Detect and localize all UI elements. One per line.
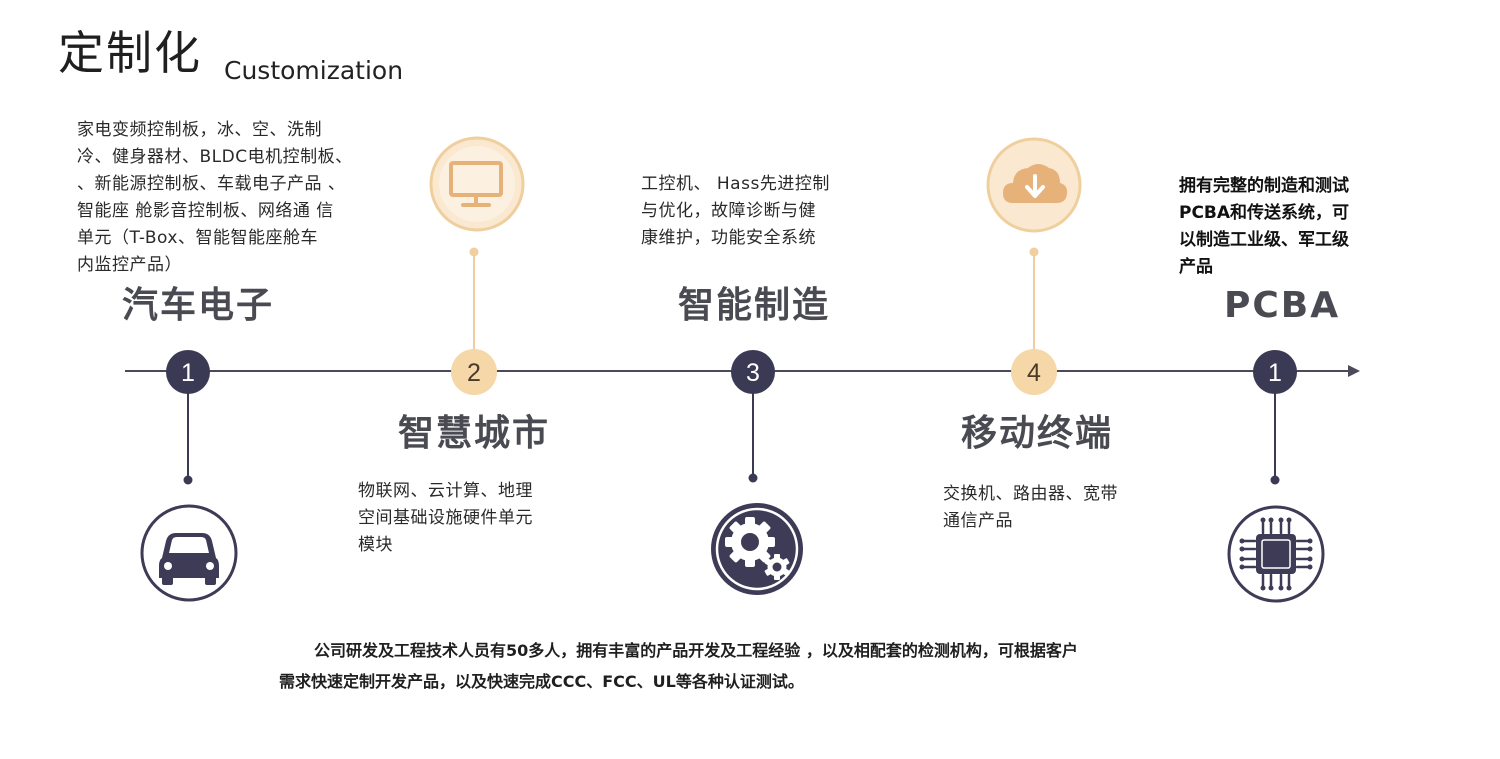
monitor-icon xyxy=(429,136,525,232)
timeline-node-2: 2 xyxy=(451,349,497,395)
footer-line-1: 公司研发及工程技术人员有50多人，拥有丰富的产品开发及工程经验 ，以及相配套的检… xyxy=(314,641,1078,660)
stage-description-4: 交换机、路由器、宽带 通信产品 xyxy=(943,481,1183,535)
timeline-node-5: 1 xyxy=(1253,350,1297,394)
svg-text:1: 1 xyxy=(181,359,195,387)
timeline-arrow-head xyxy=(1348,365,1360,377)
car-icon xyxy=(140,504,238,602)
description-line: 与优化，故障诊断与健 xyxy=(641,201,816,221)
gears-icon xyxy=(711,503,803,595)
description-line: 产品 xyxy=(1179,257,1213,277)
stage-description-1: 家电变频控制板，冰、空、洗制 冷、健身器材、BLDC电机控制板、 、新能源控制板… xyxy=(77,117,417,279)
footer-line-2: 需求快速定制开发产品，以及快速完成CCC、FCC、UL等各种认证测试。 xyxy=(279,672,804,691)
timeline-node-4: 4 xyxy=(1011,349,1057,395)
description-line: 康维护，功能安全系统 xyxy=(641,228,816,248)
description-line: 智能座 舱影音控制板、网络通 信 xyxy=(77,201,334,221)
svg-text:1: 1 xyxy=(1268,359,1282,387)
stage-title-5: PCBA xyxy=(1224,285,1341,326)
description-line: 单元（T-Box、智能智能座舱车 xyxy=(77,228,318,248)
description-line: PCBA和传送系统，可 xyxy=(1179,203,1350,223)
stage-title-2: 智慧城市 xyxy=(398,413,551,454)
svg-text:2: 2 xyxy=(467,359,481,387)
chip-icon xyxy=(1227,505,1325,603)
description-line: 冷、健身器材、BLDC电机控制板、 xyxy=(77,147,353,167)
description-line: 交换机、路由器、宽带 xyxy=(943,484,1118,504)
description-line: 工控机、 Hass先进控制 xyxy=(641,174,830,194)
stage-title-1: 汽车电子 xyxy=(122,285,275,326)
description-line: 、新能源控制板、车载电子产品 、 xyxy=(77,174,346,194)
timeline-node-1: 1 xyxy=(166,350,210,394)
cloud-download-icon xyxy=(986,137,1082,233)
description-line: 通信产品 xyxy=(943,511,1013,531)
stage-description-3: 工控机、 Hass先进控制 与优化，故障诊断与健 康维护，功能安全系统 xyxy=(641,171,881,252)
description-line: 拥有完整的制造和测试 xyxy=(1179,176,1349,196)
page-title: 定制化 xyxy=(58,26,202,80)
svg-text:3: 3 xyxy=(746,359,760,387)
svg-text:4: 4 xyxy=(1027,359,1041,387)
description-line: 模块 xyxy=(358,535,393,555)
page-subtitle: Customization xyxy=(224,56,404,85)
stage-title-3: 智能制造 xyxy=(678,285,831,326)
stage-description-2: 物联网、云计算、地理 空间基础设施硬件单元 模块 xyxy=(358,478,598,559)
timeline-node-3: 3 xyxy=(731,350,775,394)
description-line: 空间基础设施硬件单元 xyxy=(358,508,533,528)
description-line: 内监控产品） xyxy=(77,255,182,275)
stage-title-4: 移动终端 xyxy=(961,413,1114,454)
description-line: 家电变频控制板，冰、空、洗制 xyxy=(77,120,322,140)
stage-description-5: 拥有完整的制造和测试 PCBA和传送系统，可 以制造工业级、军工级 产品 xyxy=(1179,173,1419,281)
description-line: 物联网、云计算、地理 xyxy=(358,481,533,501)
description-line: 以制造工业级、军工级 xyxy=(1179,230,1349,250)
